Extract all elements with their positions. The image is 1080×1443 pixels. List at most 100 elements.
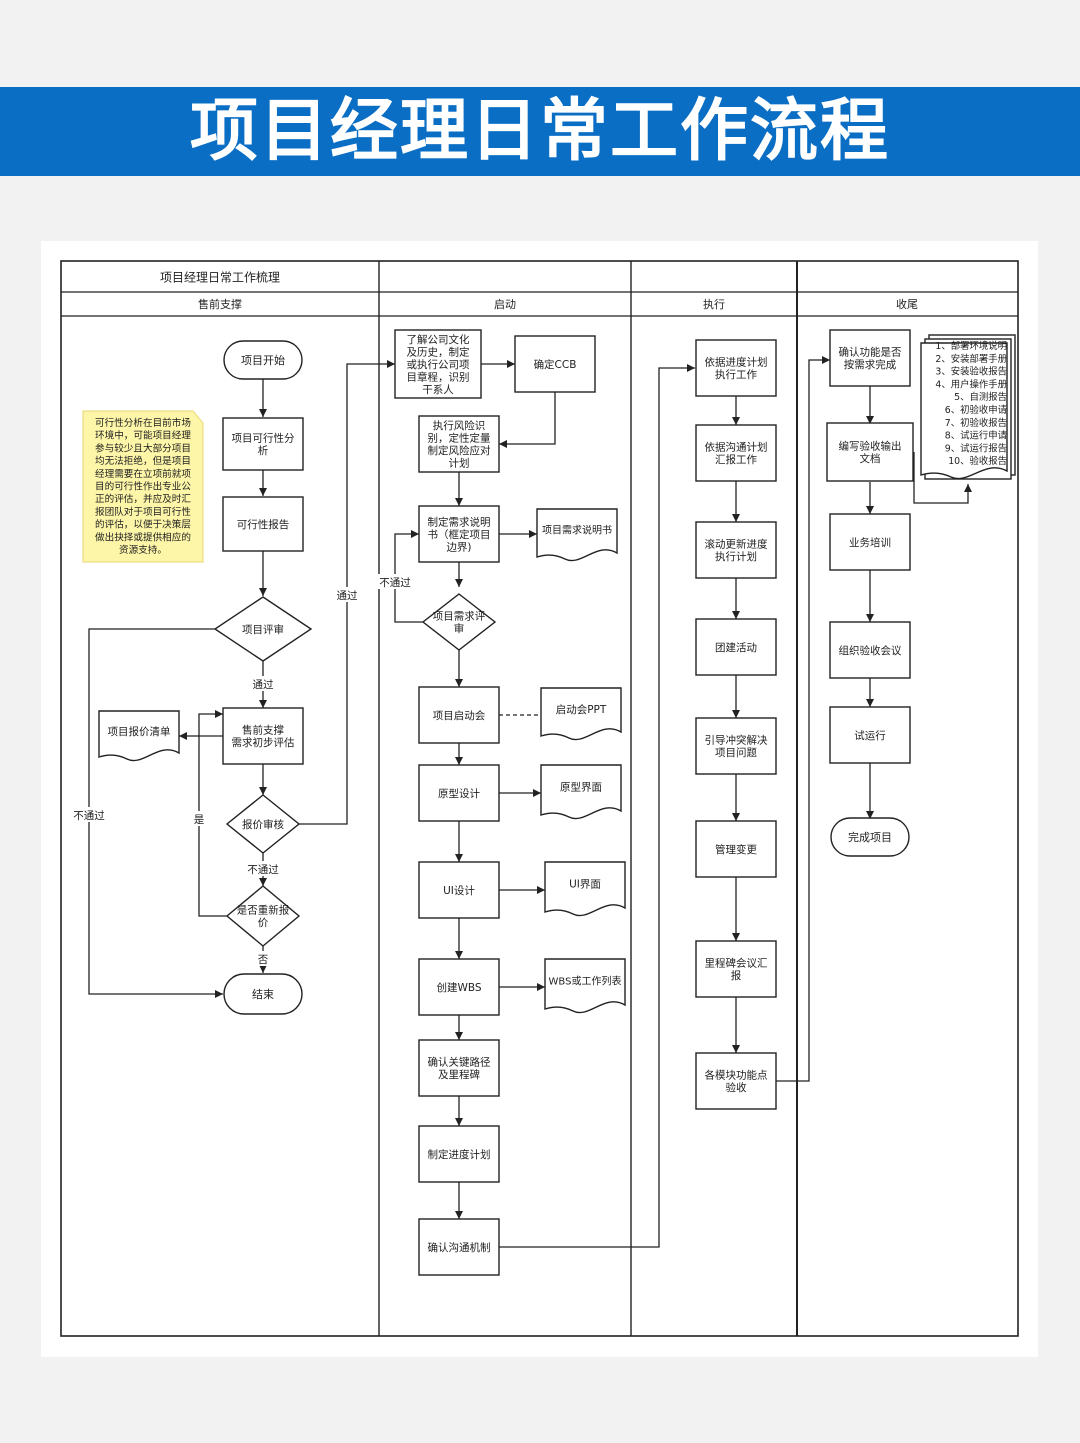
node-quote-list-label: 项目报价清单 <box>108 725 171 738</box>
lane-header-2: 启动 <box>494 298 516 311</box>
node-start: 项目开始 <box>223 340 303 380</box>
node-rolling-update-label: 滚动更新进度执行计划 <box>705 538 768 564</box>
node-confirm-req: 确认功能是否按需求完成 <box>829 329 911 387</box>
lane-header-4: 收尾 <box>896 297 918 311</box>
label-fail-reqreview-text: 不通过 <box>379 576 411 589</box>
node-training: 业务培训 <box>829 513 911 571</box>
node-milestone-meeting: 里程碑会议汇报 <box>695 940 777 998</box>
node-culture-label: 了解公司文化及历史，制定或执行公司项目章程，识别干系人 <box>407 333 470 396</box>
node-change-mgmt-label: 管理变更 <box>715 843 757 856</box>
node-module-acceptance-label: 各模块功能点验收 <box>705 1069 768 1095</box>
node-team-building-label: 团建活动 <box>715 641 757 654</box>
node-trial-run-label: 试运行 <box>854 729 886 742</box>
label-pass-quote-text: 通过 <box>337 589 358 602</box>
node-acceptance-docs-label: 编写验收输出文档 <box>839 440 902 466</box>
node-quote-list: 项目报价清单 <box>98 710 180 762</box>
node-milestone-meeting-label: 里程碑会议汇报 <box>705 957 768 983</box>
node-req-spec-label: 制定需求说明书（框定项目边界) <box>428 515 491 553</box>
label-pass-quote: 通过 <box>333 587 361 602</box>
pool-title: 项目经理日常工作梳理 <box>160 269 280 284</box>
node-start-label: 项目开始 <box>241 353 285 367</box>
node-comm-report-label: 依据沟通计划汇报工作 <box>705 441 768 467</box>
node-prototype: 原型设计 <box>418 764 500 822</box>
node-end: 结束 <box>223 973 303 1015</box>
node-wbs-label: 创建WBS <box>436 981 481 994</box>
edge-ccb-risk <box>499 392 556 448</box>
node-presale-eval: 售前支撑需求初步评估 <box>222 707 304 765</box>
node-culture: 了解公司文化及历史，制定或执行公司项目章程，识别干系人 <box>394 329 482 399</box>
node-schedule-label: 制定进度计划 <box>428 1148 491 1161</box>
node-acceptance-meeting: 组织验收会议 <box>829 621 911 679</box>
edge-comm-exec <box>499 364 695 1248</box>
label-fail-reqreview: 不通过 <box>375 574 415 589</box>
node-team-building: 团建活动 <box>695 618 777 676</box>
node-acceptance-meeting-label: 组织验收会议 <box>839 644 902 657</box>
flowchart-diagram: 项目经理日常工作梳理售前支撑启动执行收尾 项目开始项目可行性分析可行性报告项目评… <box>60 260 1019 1337</box>
node-requote: 是否重新报价 <box>225 885 301 947</box>
feasibility-note: 可行性分析在目前市场环境中，可能项目经理参与较少且大部分项目均无法拒绝，但是项目… <box>82 410 204 563</box>
label-yes-requote: 是 <box>191 811 207 826</box>
node-rolling-update: 滚动更新进度执行计划 <box>695 521 777 579</box>
node-kickoff: 项目启动会 <box>418 686 500 744</box>
flowchart-sheet: 项目经理日常工作梳理售前支撑启动执行收尾 项目开始项目可行性分析可行性报告项目评… <box>41 241 1038 1357</box>
label-no-requote-text: 否 <box>258 954 269 966</box>
node-ccb-label: 确定CCB <box>534 358 577 371</box>
node-risk-label: 执行风险识别，定性定量制定风险应对计划 <box>428 419 491 470</box>
node-ui-design: UI设计 <box>418 861 500 919</box>
node-conflict-label: 引导冲突解决项目问题 <box>705 734 768 760</box>
node-acceptance-docs: 编写验收输出文档 <box>826 422 914 482</box>
node-project-review: 项目评审 <box>213 596 313 662</box>
feasibility-note-text: 可行性分析在目前市场环境中，可能项目经理参与较少且大部分项目均无法拒绝，但是项目… <box>95 417 191 556</box>
node-wbs: 创建WBS <box>418 958 500 1016</box>
label-fail-review: 不通过 <box>69 807 109 822</box>
node-kickoff-ppt-label: 启动会PPT <box>556 703 607 716</box>
node-prototype-ui: 原型界面 <box>540 764 622 820</box>
node-ui-screen-label: UI界面 <box>569 879 601 891</box>
node-critical-path-label: 确认关键路径及里程碑 <box>428 1056 491 1082</box>
label-pass-review-text: 通过 <box>253 678 274 691</box>
node-quote-review: 报价审核 <box>225 794 301 854</box>
node-feasibility-report: 可行性报告 <box>222 496 304 552</box>
node-comm-label: 确认沟通机制 <box>428 1241 491 1254</box>
label-fail-quote-text: 不通过 <box>247 863 279 876</box>
node-feasibility-report-label: 可行性报告 <box>237 518 290 531</box>
node-presale-eval-label: 售前支撑需求初步评估 <box>232 724 295 750</box>
node-ccb: 确定CCB <box>514 335 596 393</box>
node-exec-plan: 依据进度计划执行工作 <box>695 339 777 397</box>
node-ui-screen: UI界面 <box>544 861 626 917</box>
node-wbs-list: WBS或工作列表 <box>544 958 626 1014</box>
node-comm: 确认沟通机制 <box>418 1218 500 1276</box>
node-req-review-label: 项目需求评审 <box>433 611 486 636</box>
label-no-requote: 否 <box>255 951 271 966</box>
node-wbs-list-label: WBS或工作列表 <box>549 974 622 987</box>
node-confirm-req-label: 确认功能是否按需求完成 <box>839 346 902 372</box>
node-end-label: 结束 <box>252 988 274 1001</box>
node-module-acceptance: 各模块功能点验收 <box>695 1052 777 1110</box>
node-feasibility: 项目可行性分析 <box>222 417 304 471</box>
node-ui-design-label: UI设计 <box>443 884 475 897</box>
node-kickoff-label: 项目启动会 <box>433 709 486 722</box>
node-schedule: 制定进度计划 <box>418 1125 500 1183</box>
node-req-review: 项目需求评审 <box>421 593 497 651</box>
node-training-label: 业务培训 <box>849 536 891 549</box>
label-yes-requote-text: 是 <box>194 814 205 826</box>
label-pass-review: 通过 <box>249 676 277 691</box>
node-risk: 执行风险识别，定性定量制定风险应对计划 <box>418 415 500 473</box>
lane-header-3: 执行 <box>703 297 725 311</box>
page-title: 项目经理日常工作流程 <box>189 92 890 171</box>
node-kickoff-ppt: 启动会PPT <box>540 687 622 741</box>
label-fail-quote: 不通过 <box>243 861 283 876</box>
node-comm-report: 依据沟通计划汇报工作 <box>695 424 777 482</box>
pool-frame <box>60 260 1019 1337</box>
node-req-doc-label: 项目需求说明书 <box>542 524 612 537</box>
title-banner: 项目经理日常工作流程 <box>0 87 1080 176</box>
node-prototype-ui-label: 原型界面 <box>560 781 602 794</box>
label-fail-review-text: 不通过 <box>73 809 105 822</box>
node-quote-review-label: 报价审核 <box>242 818 284 831</box>
node-req-doc: 项目需求说明书 <box>536 508 618 562</box>
node-critical-path: 确认关键路径及里程碑 <box>418 1039 500 1097</box>
node-exec-plan-label: 依据进度计划执行工作 <box>705 356 768 382</box>
node-requote-label: 是否重新报价 <box>237 904 290 930</box>
node-prototype-label: 原型设计 <box>438 787 480 800</box>
